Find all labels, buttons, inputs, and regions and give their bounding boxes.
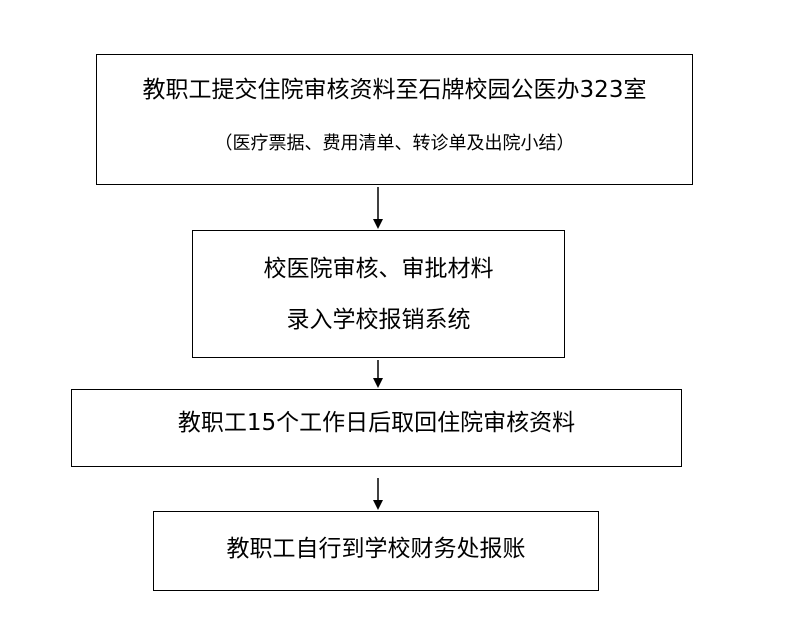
arrow-step1-to-step2 (373, 187, 383, 229)
step-1-text: 教职工提交住院审核资料至石牌校园公医办323室 (142, 77, 647, 103)
step-2-text-second-line: 录入学校报销系统 (286, 307, 471, 333)
arrow-step3-to-step4 (373, 478, 383, 510)
step-4-text: 教职工自行到学校财务处报账 (226, 536, 526, 562)
step-3-text: 教职工15个工作日后取回住院审核资料 (177, 410, 576, 436)
step-2-text: 校医院审核、审批材料 (263, 256, 494, 282)
step-1-note: （医疗票据、费用清单、转诊单及出院小结） (214, 133, 575, 154)
step-box-finance-reimbursement: 教职工自行到学校财务处报账 (153, 511, 599, 591)
arrow-step2-to-step3 (373, 360, 383, 388)
step-box-retrieve-materials: 教职工15个工作日后取回住院审核资料 (71, 389, 682, 467)
step-box-hospital-review: 校医院审核、审批材料 录入学校报销系统 (192, 230, 565, 358)
step-box-submit-materials: 教职工提交住院审核资料至石牌校园公医办323室 （医疗票据、费用清单、转诊单及出… (96, 54, 693, 185)
